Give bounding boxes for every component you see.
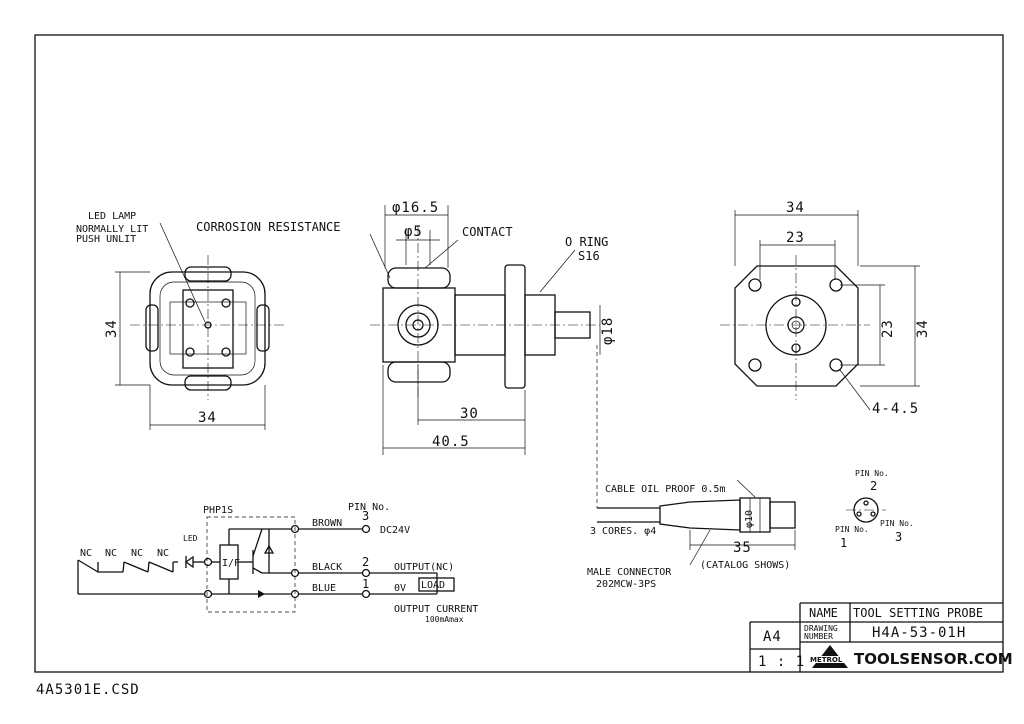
wire-blue: BLUE [312,583,336,594]
corrosion-label: CORROSION RESISTANCE [196,220,341,234]
dim-35: 35 [733,540,752,556]
contact-label: CONTACT [462,225,513,239]
cable-label: CABLE OIL PROOF 0.5m [605,484,725,495]
normally-lit-label: NORMALLY LIT [76,224,148,235]
brand-label: METROL [810,656,843,664]
wire-black: BLACK [312,562,342,573]
shaft-diameter-dim: φ18 [600,317,616,345]
nc-3: NC [131,548,143,559]
signal-0v: 0V [394,583,406,594]
catalog-label: (CATALOG SHOWS) [700,560,790,571]
connector-diameter: φ10 [744,510,755,528]
output-current-label: OUTPUT CURRENT [394,604,478,615]
side-view: CORROSION RESISTANCE φ16.5 φ5 CONTACT O … [196,200,616,455]
rear-height-23: 23 [880,319,896,338]
drawing-number-label-1: DRAWING [804,624,838,633]
drawing-name: TOOL SETTING PROBE [853,606,983,620]
if-label: I/F [222,558,240,569]
pin-2-number: 2 [362,555,369,569]
circuit-diagram: PHP1S PIN No. LED NC NC NC NC I/F BROWN … [77,502,478,624]
o-ring-size: S16 [578,249,600,263]
file-name: 4A5301E.CSD [36,682,140,698]
dim-40-5: 40.5 [432,434,470,450]
pin-2: 2 [870,479,877,493]
male-connector-label: MALE CONNECTOR [587,567,672,578]
pin-title: PIN No. [855,469,889,478]
nc-2: NC [105,548,117,559]
o-ring-label: O RING [565,235,608,249]
drawing-border [34,34,1004,673]
nc-4: NC [157,548,169,559]
load-label: LOAD [421,580,445,591]
cable-connector: CABLE OIL PROOF 0.5m 3 CORES. φ4 φ10 35 … [587,345,796,590]
front-width-dim: 34 [198,410,217,426]
paper-size: A4 [763,629,782,645]
drawing-number-label-2: NUMBER [804,632,833,641]
pin-1-number: 1 [362,577,369,591]
front-view: LED LAMP NORMALLY LIT PUSH UNLIT 34 34 [76,211,285,430]
website: TOOLSENSOR.COM [854,650,1013,668]
signal-output: OUTPUT(NC) [394,562,454,573]
connector-model: 202MCW-3PS [596,579,656,590]
cores-label: 3 CORES. φ4 [590,526,656,537]
contact-diameter-dim: φ5 [404,224,423,240]
metrol-logo: METROL [808,645,852,668]
pin-no-header: PIN No. [348,502,390,513]
wire-brown: BROWN [312,518,342,529]
hole-spec: 4-4.5 [872,401,919,417]
rear-view: 34 23 23 34 4-4.5 [720,200,931,417]
pin-3: 3 [895,530,902,544]
led-label: LED [183,534,198,543]
nc-1: NC [80,548,92,559]
pin-1-label: PIN No. [835,525,869,534]
led-lamp-label: LED LAMP [88,211,136,222]
pin-diagram: PIN No. 2 PIN No. 1 PIN No. 3 [835,469,914,550]
model-label: PHP1S [203,505,233,516]
name-label: NAME [809,606,838,620]
pin-3-label: PIN No. [880,519,914,528]
rear-height-34: 34 [915,319,931,338]
body-diameter-dim: φ16.5 [392,200,439,216]
signal-dc24v: DC24V [380,525,410,536]
title-block: NAME TOOL SETTING PROBE DRAWING NUMBER H… [749,602,1013,672]
dim-30: 30 [460,406,479,422]
push-unlit-label: PUSH UNLIT [76,234,136,245]
scale: 1 : 1 [758,654,805,670]
rear-width-23: 23 [786,230,805,246]
drawing-number: H4A-53-01H [872,625,966,641]
current-max: 100mAmax [425,615,464,624]
pin-1: 1 [840,536,847,550]
front-height-dim: 34 [104,319,120,338]
pin-3-number: 3 [362,509,369,523]
rear-width-34: 34 [786,200,805,216]
